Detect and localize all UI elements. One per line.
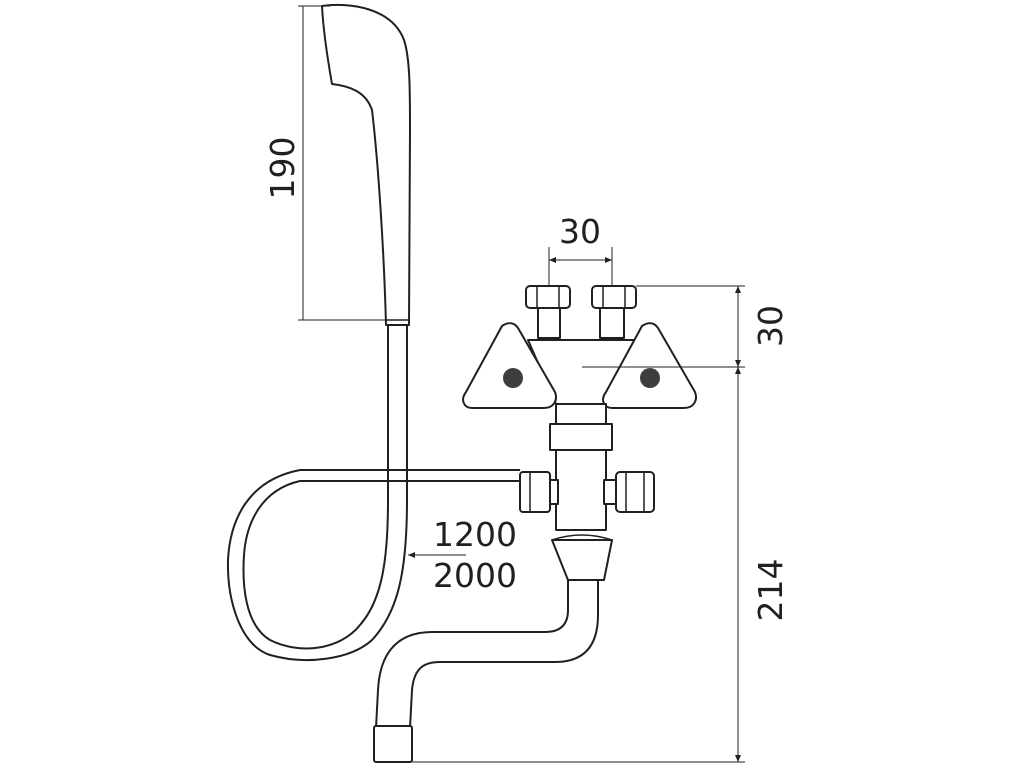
dimension-spout-height: 214 (412, 367, 790, 763)
left-inlet (525, 285, 571, 339)
spout-aerator (373, 725, 413, 763)
right-handle-dot (640, 368, 660, 388)
diverter-knob (603, 471, 655, 513)
dimension-hose-length: 1200 2000 (408, 515, 517, 595)
shower-head-height-label: 190 (263, 137, 302, 200)
shower-hose (226, 325, 520, 661)
shower-head (321, 3, 411, 326)
faucet-body (373, 285, 697, 763)
inlet-spacing-label: 30 (559, 212, 601, 251)
left-handle-dot (503, 368, 523, 388)
left-handle (462, 322, 557, 409)
spout-height-label: 214 (751, 559, 790, 622)
right-inlet (591, 285, 637, 339)
dimension-inlet-height: 30 (582, 285, 790, 368)
dimension-inlet-spacing: 30 (548, 212, 613, 286)
hose-length-short-label: 1200 (433, 515, 517, 554)
inlet-height-label: 30 (751, 305, 790, 347)
right-handle (602, 322, 697, 409)
hose-length-long-label: 2000 (433, 556, 517, 595)
dimension-shower-head-height: 190 (263, 5, 388, 321)
diverter-left-coupling (519, 471, 559, 513)
